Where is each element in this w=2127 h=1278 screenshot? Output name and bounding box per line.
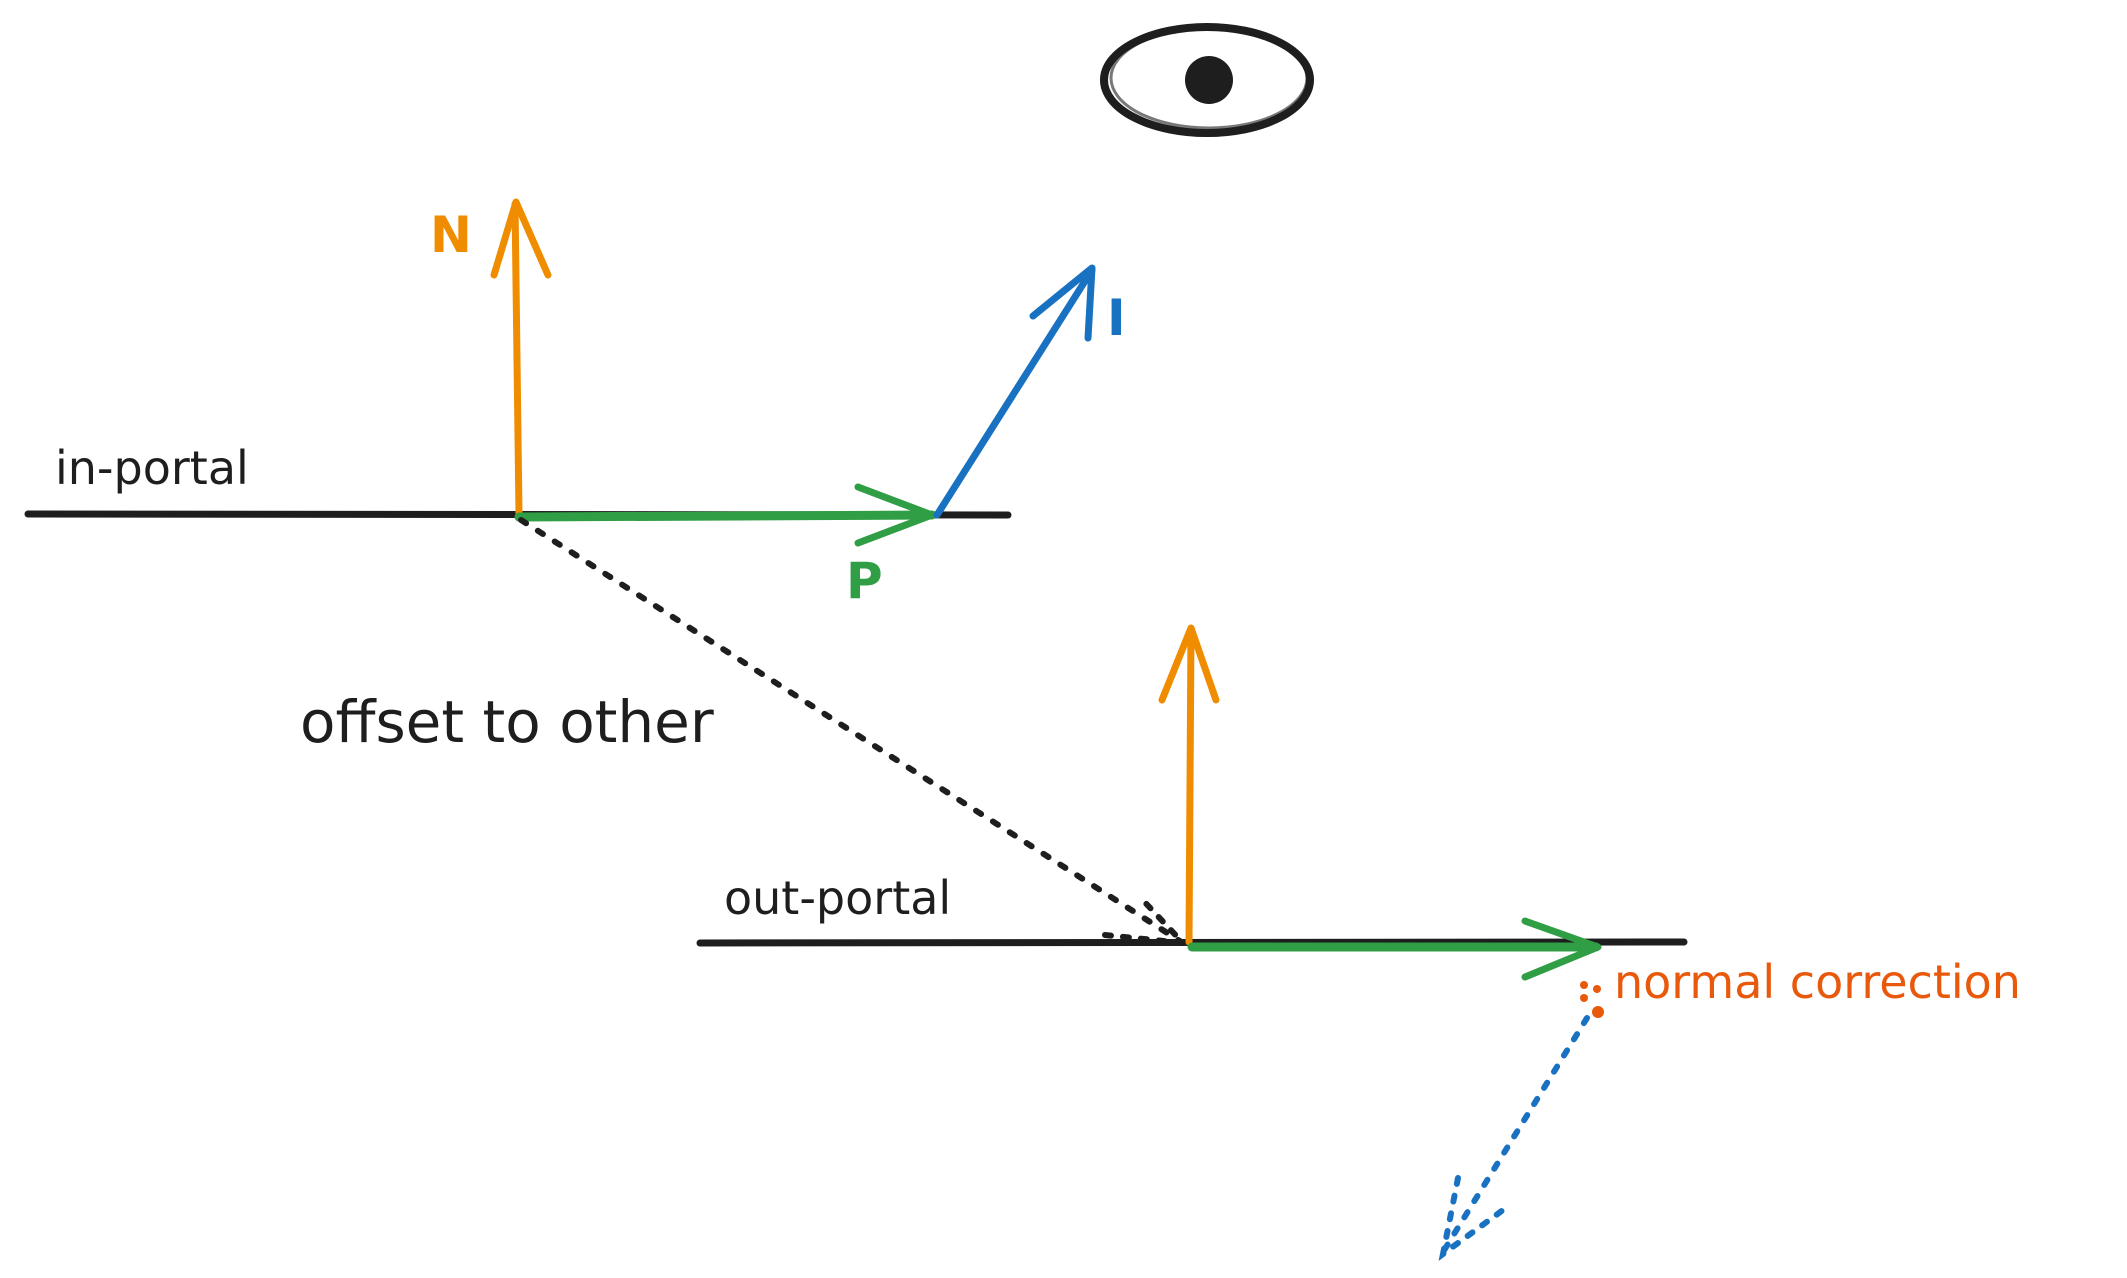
- incident-i-label: I: [1107, 289, 1126, 347]
- normal-correction-label: normal correction: [1614, 955, 2021, 1009]
- portal-vector-out: [1187, 917, 1602, 981]
- out-portal-label: out-portal: [724, 871, 951, 925]
- portal-vector-in: [514, 483, 937, 547]
- eye-icon: [1100, 23, 1314, 137]
- offset-label: offset to other: [300, 688, 714, 756]
- normal-arrow-in: [490, 198, 552, 518]
- normal-arrow-out: [1158, 624, 1220, 946]
- normal-correction-marker: [1580, 981, 1604, 1018]
- in-portal-label: in-portal: [55, 441, 249, 495]
- outgoing-dotted-ray: [1438, 1015, 1590, 1261]
- portal-p-label: P: [846, 552, 883, 610]
- normal-n-label: N: [430, 206, 472, 264]
- incident-arrow: [933, 264, 1096, 519]
